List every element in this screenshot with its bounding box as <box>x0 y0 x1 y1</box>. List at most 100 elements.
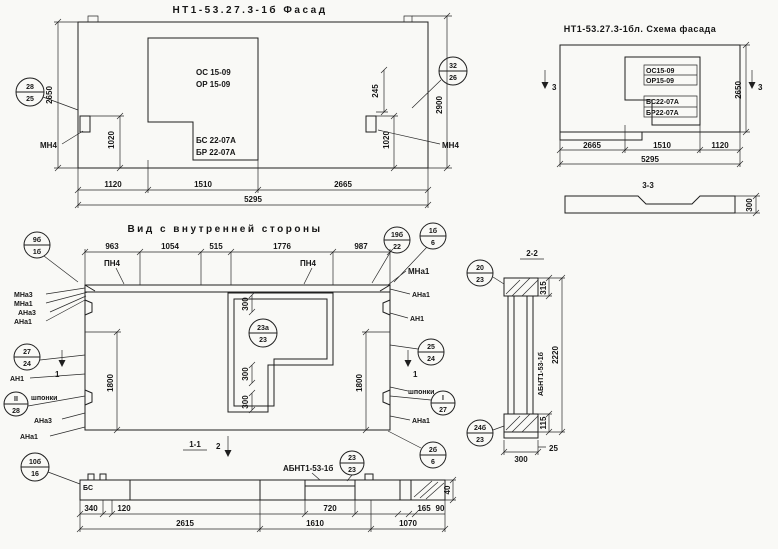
inner-label-ana3: АНа3 <box>18 310 36 317</box>
strip-dim-1610: 1610 <box>306 519 324 528</box>
callout-top-text: II <box>14 396 18 403</box>
callout-9b-1b: 9б 1б <box>23 231 51 259</box>
inner-label-mna1: МНа1 <box>14 301 33 308</box>
inner-label-an1-right: АН1 <box>410 316 424 323</box>
section-3-3-dim-geometry <box>735 192 760 217</box>
callout-19b-22: 19б 22 <box>383 226 411 254</box>
scheme-title: НТ1-53.27.3-1бл. Схема фасада <box>564 24 717 34</box>
callout-bottom-text: 6 <box>431 240 435 247</box>
facade-dim-1120: 1120 <box>104 180 122 189</box>
strip-dim-geometry <box>76 476 457 533</box>
callout-top-text: 1б <box>429 227 438 235</box>
scheme-label-bs: БС22-07А <box>646 99 679 106</box>
facade-dim-1020-left: 1020 <box>107 131 116 149</box>
callout-1b-6: 1б 6 <box>419 222 447 250</box>
section-2-2-dim-300: 300 <box>514 455 528 464</box>
scheme-dim-1120: 1120 <box>711 141 729 150</box>
callout-bottom-text: 22 <box>393 244 401 251</box>
callout-27-24: 27 24 <box>13 343 41 371</box>
facade-dim-1510: 1510 <box>194 180 212 189</box>
callout-bottom-text: 24 <box>23 361 31 368</box>
callout-28-25: 28 25 <box>15 77 45 107</box>
inner-outline <box>84 284 391 431</box>
inner-cut-2: 2 <box>216 442 221 451</box>
callout-bottom-text: 27 <box>439 407 447 414</box>
facade-label-br: БР 22-07А <box>196 148 236 157</box>
callout-II-28: II 28 <box>3 391 29 417</box>
callout-bottom-text: 1б <box>33 248 42 256</box>
callout-top-text: 20 <box>476 265 484 272</box>
callout-top-text: 28 <box>26 84 34 91</box>
section-3-3-dim-300: 300 <box>745 198 754 212</box>
scheme-mark-3-left: 3 <box>552 83 557 92</box>
strip-leaders <box>47 471 353 485</box>
inner-dim-1800-right: 1800 <box>355 374 364 392</box>
facade-embed-plates <box>79 115 377 133</box>
strip-note-bs: БС <box>83 485 93 492</box>
section-1-1-title: 1-1 <box>189 440 201 449</box>
inner-dim-987: 987 <box>354 242 368 251</box>
scheme-outline <box>559 44 741 141</box>
callout-23a-23: 23а 23 <box>248 318 278 348</box>
strip-dim-1070: 1070 <box>399 519 417 528</box>
inner-label-mna3: МНа3 <box>14 292 33 299</box>
callout-bottom-text: 23 <box>476 277 484 284</box>
scheme-label-os: ОС15-09 <box>646 68 675 75</box>
callout-bottom-text: 6 <box>431 459 435 466</box>
section-1-1-drawing: БС АБНТ1-53-1б 340 120 720 165 90 2615 1… <box>20 450 457 533</box>
callout-20-23: 20 23 <box>466 259 494 287</box>
callout-bottom-text: 23 <box>259 337 267 344</box>
section-2-2-drawing: 2-2 АБНТ1-53-1б 315 2220 115 300 25 20 2… <box>466 249 566 464</box>
facade-label-mn4-left: МН4 <box>40 141 57 150</box>
inner-dim-300-c: 300 <box>241 395 250 409</box>
callout-top-text: I <box>442 395 444 402</box>
callout-bottom-text: 16 <box>31 471 39 478</box>
callout-bottom-text: 28 <box>12 408 20 415</box>
scheme-dim-2650: 2650 <box>734 81 743 99</box>
strip-dim-340: 340 <box>84 504 98 513</box>
inner-label-an1-left: АН1 <box>10 376 24 383</box>
inner-view-drawing: Вид с внутренней стороны 963 1054 515 17… <box>3 222 456 469</box>
facade-dim-2650: 2650 <box>45 86 54 104</box>
callout-2b-6: 2б 6 <box>419 441 447 469</box>
section-2-2-hatch <box>505 277 539 433</box>
strip-dim-165: 165 <box>417 504 431 513</box>
callout-10b-16: 10б 16 <box>20 452 50 482</box>
facade-leaders <box>42 79 442 145</box>
inner-label-shponki-right: шпонки <box>408 389 434 396</box>
section-2-2-dim-25: 25 <box>549 444 558 453</box>
inner-dim-515: 515 <box>209 242 223 251</box>
section-2-2-label-abnt: АБНТ1-53-1б <box>537 351 545 396</box>
inner-label-pn4-b: ПН4 <box>300 259 317 268</box>
inner-cut-1-right: 1 <box>413 370 418 379</box>
scheme-label-or: ОР15-09 <box>646 78 674 85</box>
strip-dim-120: 120 <box>117 504 131 513</box>
inner-dim-300-a: 300 <box>241 297 250 311</box>
facade-dim-total: 5295 <box>244 195 262 204</box>
scheme-section-arrow-lines <box>544 70 753 82</box>
callout-23-23: 23 23 <box>339 450 365 476</box>
strip-label-abnt: АБНТ1-53-1б <box>283 464 333 473</box>
strip-dim-720: 720 <box>323 504 337 513</box>
section-2-2-dim-315: 315 <box>539 281 548 295</box>
facade-label-bs: БС 22-07А <box>196 136 236 145</box>
inner-dim-1800-left: 1800 <box>106 374 115 392</box>
callout-top-text: 32 <box>449 63 457 70</box>
callout-25-24: 25 24 <box>417 338 445 366</box>
callout-top-text: 27 <box>23 349 31 356</box>
callout-top-text: 23а <box>257 325 269 332</box>
callout-top-text: 2б <box>429 446 438 454</box>
facade-dim-245: 245 <box>371 84 380 98</box>
inner-cut-lines <box>61 350 409 451</box>
scheme-opening <box>624 56 701 126</box>
section-2-2-title: 2-2 <box>526 249 538 258</box>
scheme-label-br: БР22-07А <box>646 110 679 117</box>
facade-label-os: ОС 15-09 <box>196 68 231 77</box>
facade-dim-1020-right: 1020 <box>382 131 391 149</box>
inner-label-shponki-left: шпонки <box>31 395 57 402</box>
facade-top-tabs <box>87 15 413 22</box>
callout-bottom-text: 23 <box>476 437 484 444</box>
callout-bottom-text: 25 <box>26 96 34 103</box>
